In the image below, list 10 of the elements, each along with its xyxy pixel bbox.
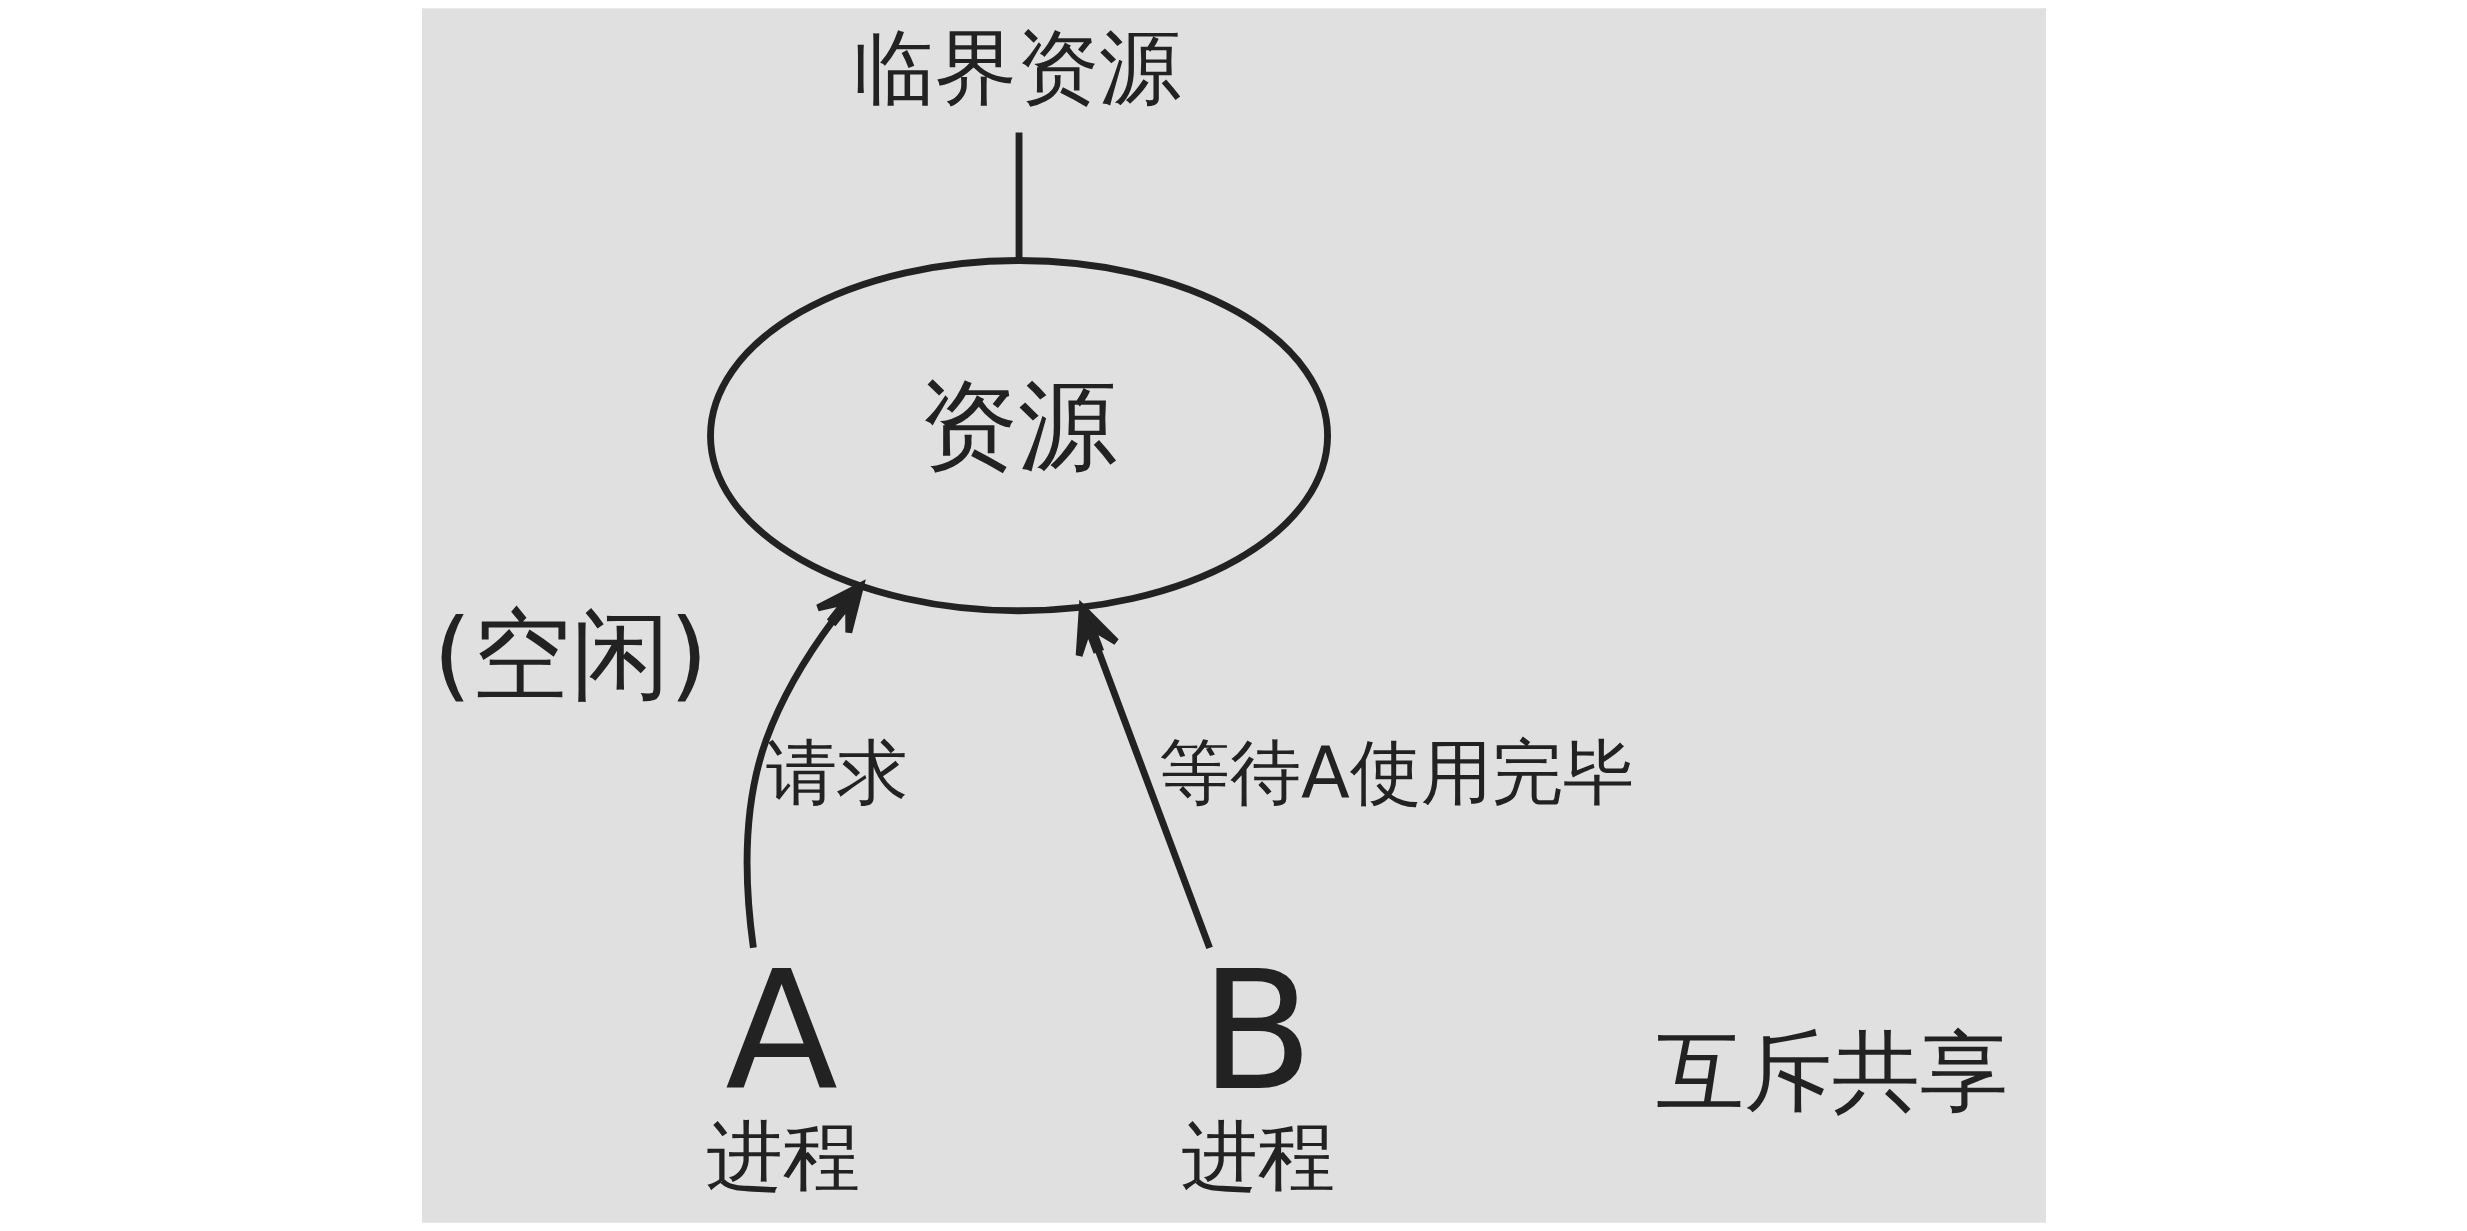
node-text: 临界资源	[852, 20, 1181, 116]
node-text: B 进程	[1180, 935, 1335, 1201]
edge-label: 等待A使用完毕	[1158, 730, 1634, 814]
arrow	[743, 582, 864, 949]
connector	[1015, 132, 1022, 261]
node-text: A 进程	[705, 935, 860, 1201]
label: 互斥共享	[1655, 1020, 2008, 1124]
node-ellipse: 资源	[706, 257, 1331, 615]
edge-label: 请求	[765, 730, 908, 814]
node-label: (空闲)	[432, 597, 708, 713]
